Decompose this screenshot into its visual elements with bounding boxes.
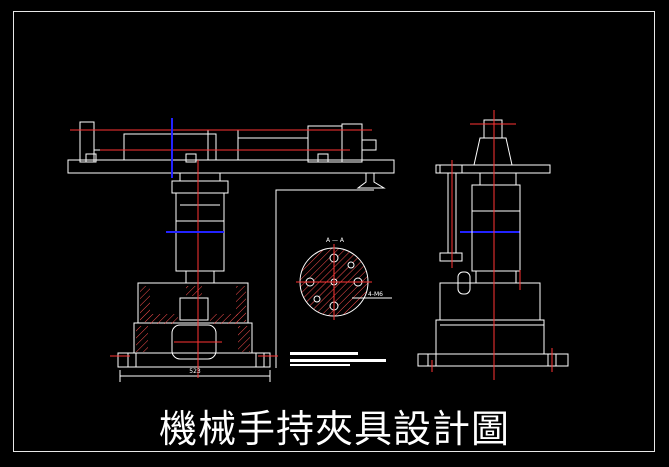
side-rod-nut-bottom: [439, 252, 463, 262]
border-frame: [13, 11, 655, 452]
side-bolt-right: [255, 352, 265, 368]
side-view: [417, 119, 569, 367]
front-view: [67, 121, 395, 382]
side-base-plate: [417, 353, 569, 367]
section-label: A — A: [326, 237, 345, 244]
arm-bolt-right: [317, 153, 329, 163]
gripper-jaw: [361, 139, 377, 151]
svg-text:4-M6: 4-M6: [368, 291, 383, 298]
front-hatching: [136, 286, 250, 352]
side-knob: [457, 271, 471, 295]
drawing-title: 機械手持夾具設計圖: [158, 407, 510, 451]
section-a-a: 4-M6 A — A: [296, 237, 392, 320]
motor-coupling: [179, 297, 209, 321]
front-centerlines: [70, 129, 372, 378]
section-hole-tr: [347, 261, 355, 269]
section-hole-bl: [313, 295, 321, 303]
side-centerlines: [431, 110, 553, 380]
arm-bolt-left: [85, 153, 97, 163]
arm-bolt-mid: [185, 153, 197, 163]
suction-cup: [356, 172, 386, 189]
base-dimension-value: 523: [189, 368, 201, 375]
side-bolt-left: [127, 352, 137, 368]
cut-plane-lines: [166, 118, 520, 233]
section-leader: [275, 189, 374, 368]
arm-cylinder: [123, 133, 217, 161]
title-block: [290, 352, 386, 366]
side-rod-nut-top: [439, 164, 463, 174]
base-plate: [117, 352, 271, 368]
